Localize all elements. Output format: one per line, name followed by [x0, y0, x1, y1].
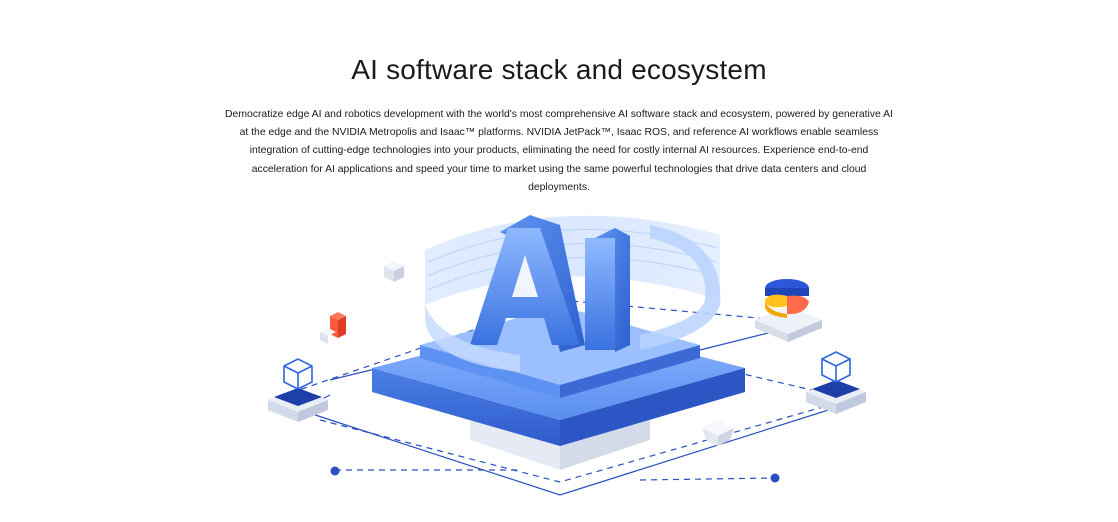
small-cube-white-icon [702, 420, 734, 446]
section-description: Democratize edge AI and robotics develop… [225, 109, 893, 193]
ai-stack-illustration [268, 215, 866, 496]
section-title: AI software stack and ecosystem [351, 54, 767, 85]
small-cube-red-icon [320, 312, 346, 344]
ring-front [425, 305, 520, 372]
circuit-node-left [330, 466, 340, 476]
ring-front-right [640, 225, 721, 350]
pie-chart-icon [755, 279, 822, 342]
cube-network-icon [268, 358, 328, 422]
cube-network-icon-right [806, 351, 866, 414]
small-cube-icon [384, 261, 404, 282]
ai-letters-icon [470, 215, 630, 352]
circuit-node-right [770, 473, 780, 483]
